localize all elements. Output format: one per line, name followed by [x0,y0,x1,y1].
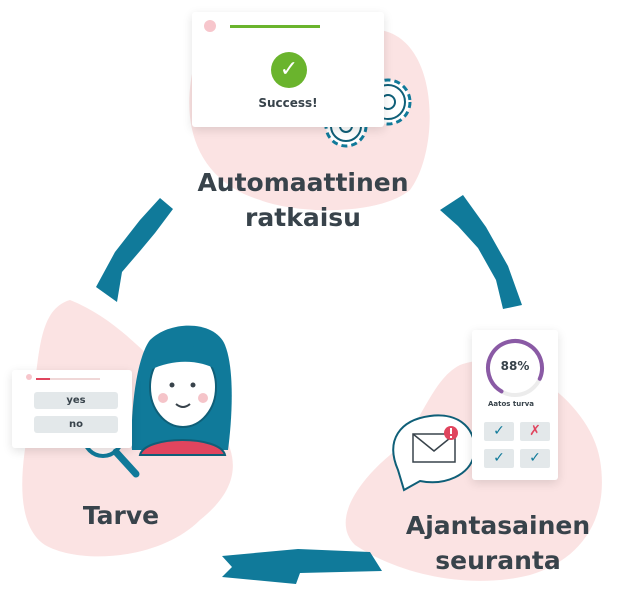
check-icon: ✓ [529,450,541,466]
person-illustration [131,325,232,456]
progress-gauge [486,339,544,397]
stage-label-top-line2: ratkaisu [245,203,361,232]
arrow-bottom [222,549,382,584]
x-mark-icon: ✗ [529,423,541,439]
success-text: Success! [258,96,318,110]
progress-line [230,25,320,28]
arrow-top-left [96,198,173,302]
stage-label-right-line2: seuranta [435,546,561,575]
form-progress-track [36,378,100,380]
alert-icon [444,426,458,440]
window-dot [204,20,216,32]
check-icon: ✓ [271,52,307,88]
success-card: ✓ Success! [192,12,384,127]
check-tile-2: ✓ [484,449,514,468]
option-yes[interactable]: yes [34,392,118,409]
gauge-fill [486,339,544,397]
option-no[interactable]: no [34,416,118,433]
stage-label-left: Tarve [82,501,160,530]
window-dot [26,374,32,380]
x-tile: ✗ [520,422,550,441]
check-icon: ✓ [493,450,505,466]
tracking-card: 88% Aatos turva ✓ ✗ ✓ ✓ [472,330,558,480]
check-tile-3: ✓ [520,449,550,468]
tracking-caption: Aatos turva [488,400,534,408]
cycle-arrows [96,195,522,584]
check-tile-1: ✓ [484,422,514,441]
check-icon: ✓ [493,423,505,439]
stage-label-right-line1: Ajantasainen [405,511,591,540]
percent-text: 88% [500,359,530,373]
form-progress-fill [36,378,50,380]
form-card: yes no [12,370,132,448]
stage-label-right: Ajantasainen seuranta [400,508,596,578]
stage-label-top-line1: Automaattinen [197,168,409,197]
stage-label-top: Automaattinen ratkaisu [188,165,418,235]
arrow-top-right [440,195,522,309]
